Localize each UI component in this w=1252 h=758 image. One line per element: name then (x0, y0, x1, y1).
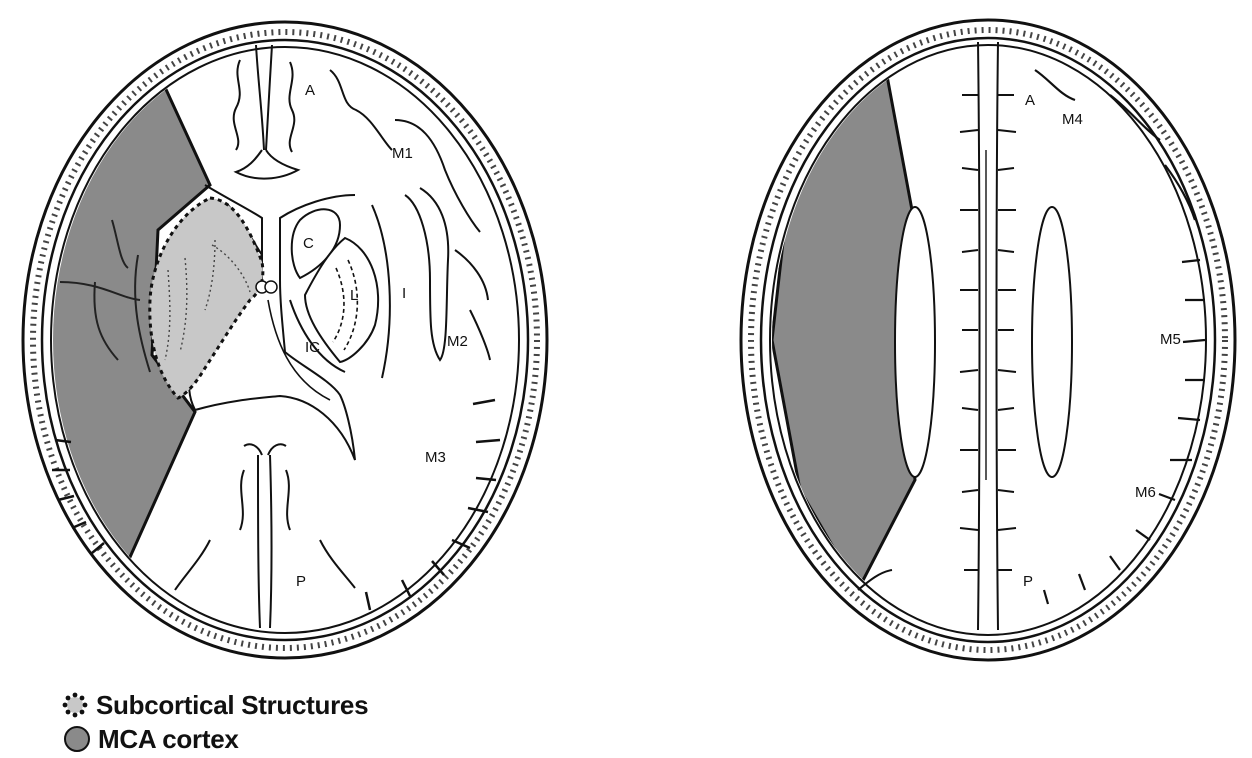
label-L: L (350, 287, 358, 304)
label-P-right: P (1023, 573, 1033, 590)
label-M5: M5 (1160, 331, 1181, 348)
label-M1: M1 (392, 145, 413, 162)
right-brain-slice: A M4 M5 M6 P (741, 20, 1235, 660)
legend-item-subcortical: Subcortical Structures (62, 688, 368, 722)
legend-item-mca: MCA cortex (62, 722, 368, 756)
label-A-left: A (305, 82, 315, 99)
label-M6: M6 (1135, 484, 1156, 501)
corona-radiata-right (1032, 207, 1072, 477)
label-A-right: A (1025, 92, 1035, 109)
dotted-circle-icon (62, 692, 88, 718)
gray-circle-icon (64, 726, 90, 752)
legend-label-subcortical: Subcortical Structures (96, 690, 368, 721)
label-IC: IC (305, 339, 320, 356)
label-M3: M3 (425, 449, 446, 466)
label-I: I (402, 285, 406, 302)
label-M4: M4 (1062, 111, 1083, 128)
label-M2: M2 (447, 333, 468, 350)
corona-radiata-left (895, 207, 935, 477)
label-P-left: P (296, 573, 306, 590)
left-brain-slice: A M1 C L I IC M2 M3 P (23, 22, 547, 658)
legend-label-mca: MCA cortex (98, 724, 239, 755)
label-C: C (303, 235, 314, 252)
legend: Subcortical Structures MCA cortex (62, 688, 368, 756)
